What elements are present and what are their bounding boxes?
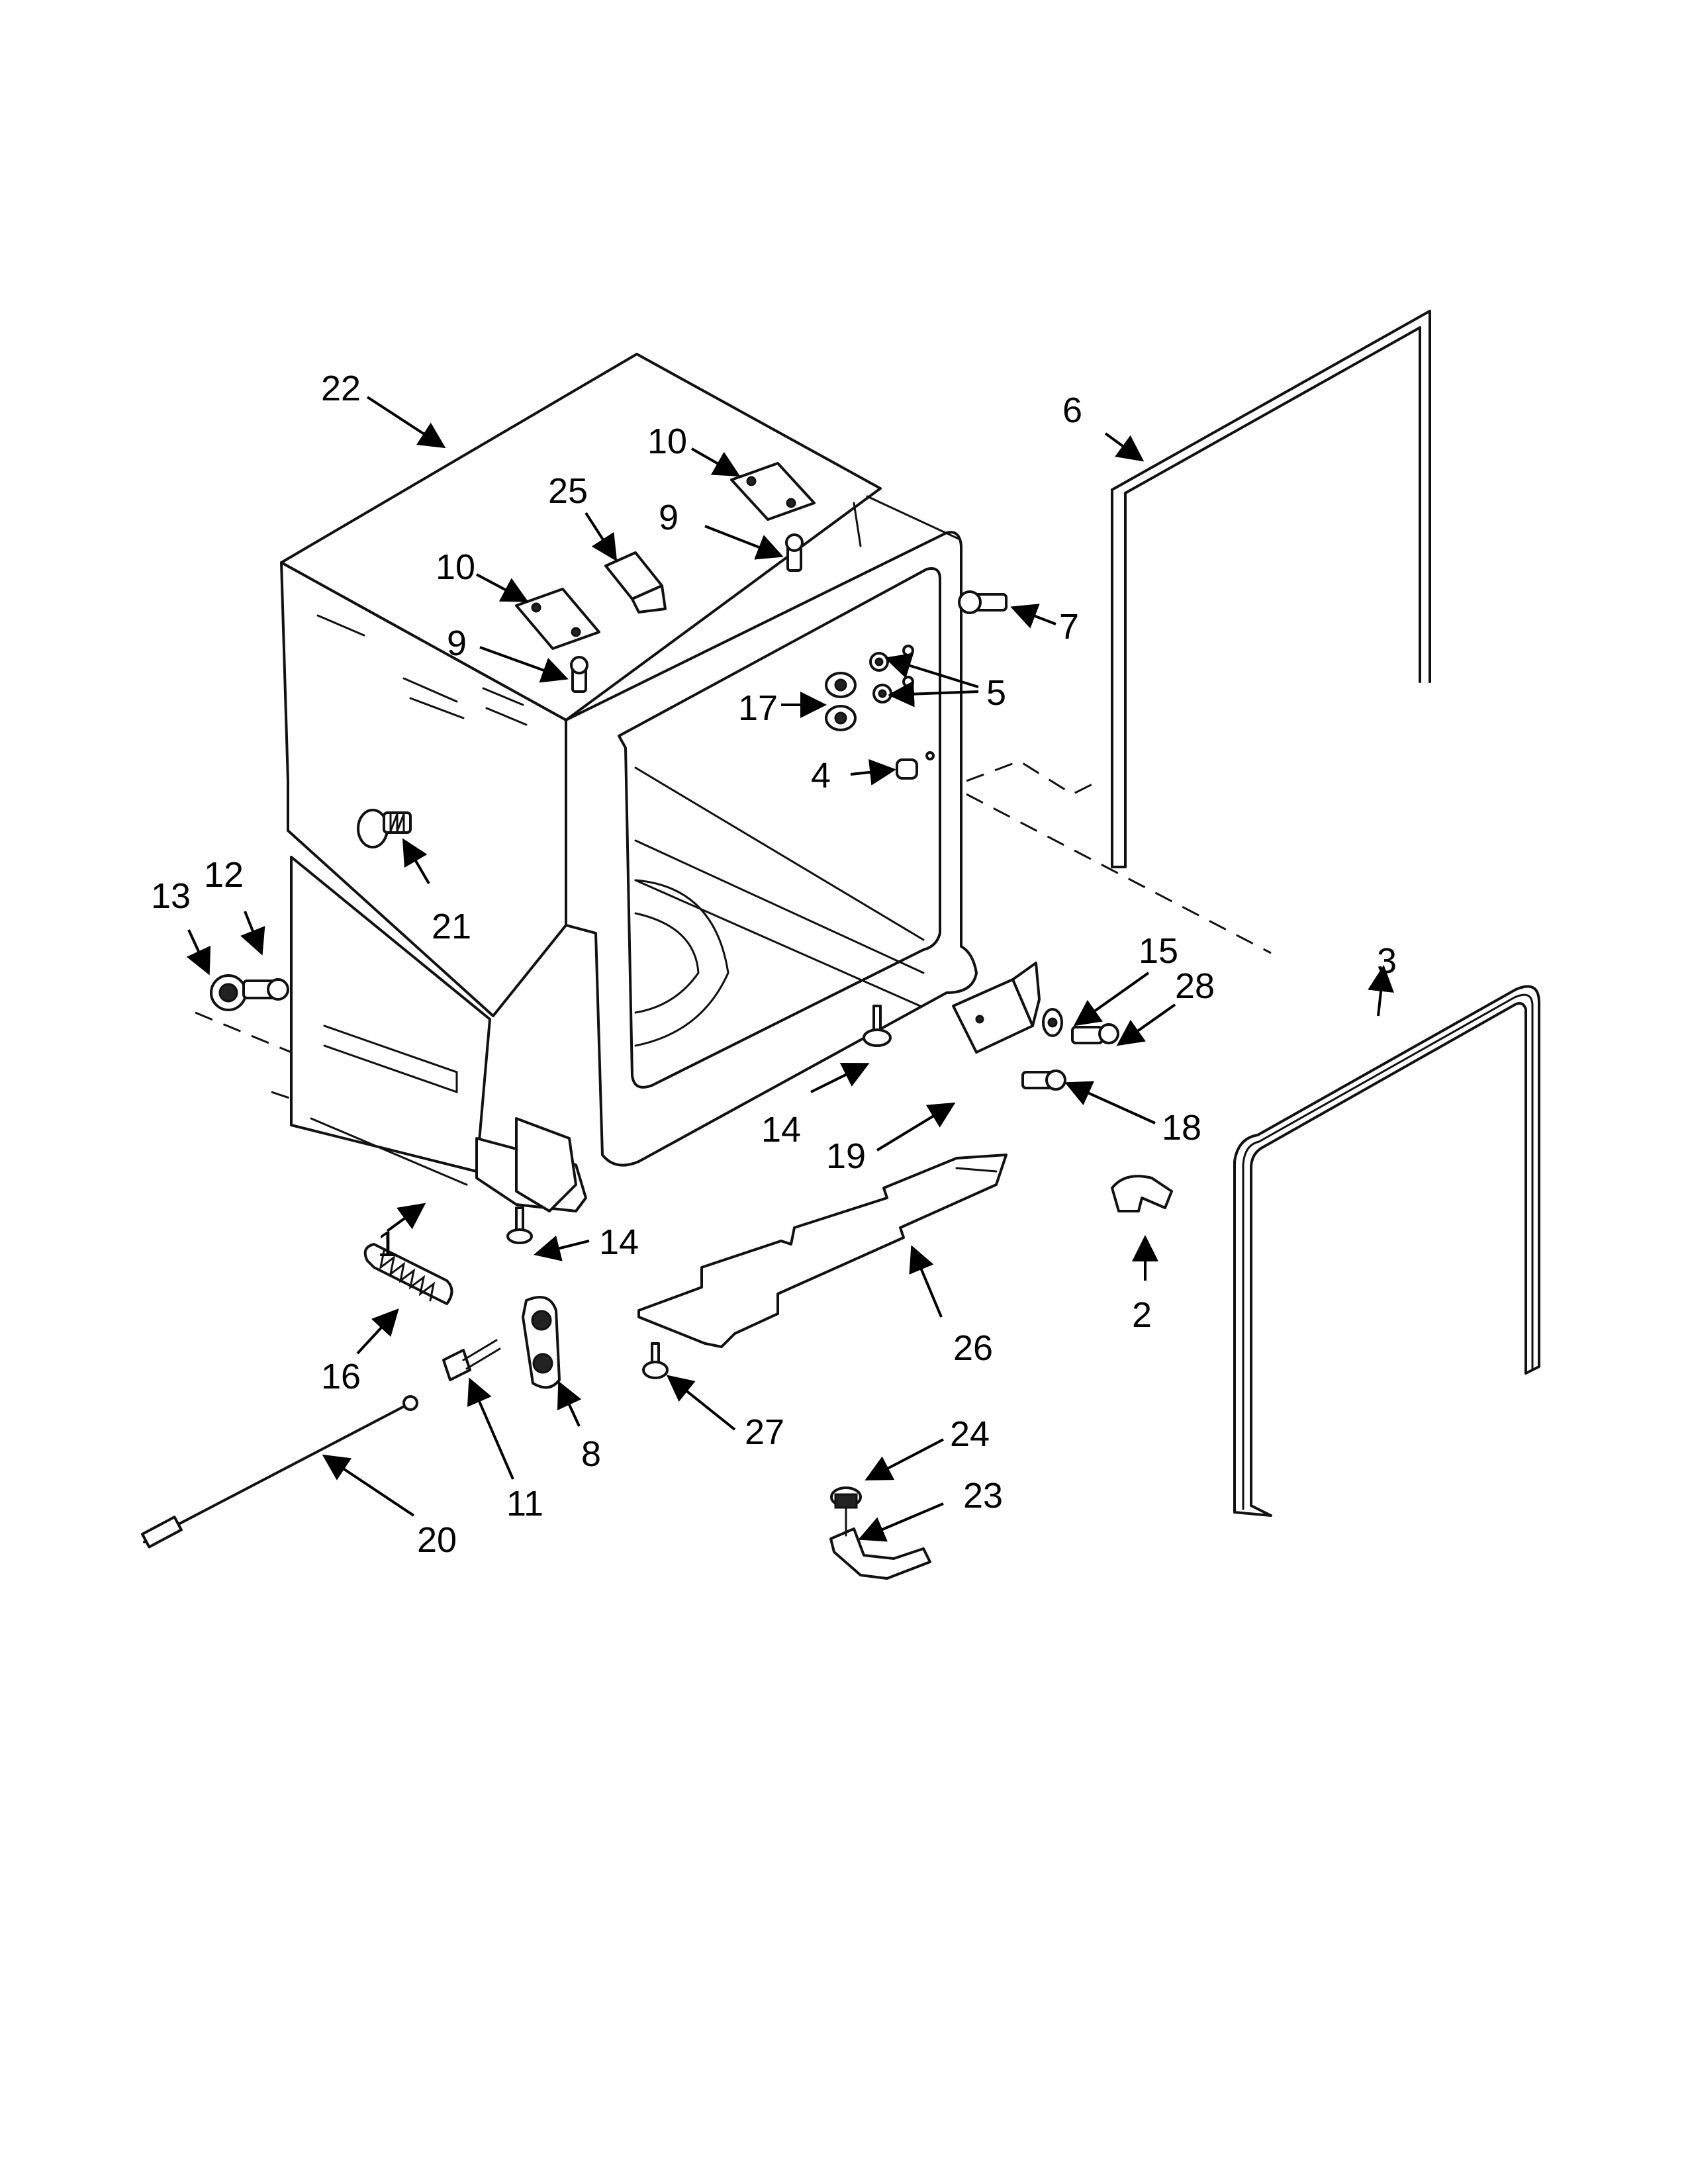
callout-8: 8 — [581, 1434, 601, 1474]
part-4-bumper — [896, 751, 935, 780]
part-11-screw — [442, 1339, 501, 1381]
callout-4: 4 — [811, 756, 831, 796]
callout-26: 26 — [953, 1328, 993, 1368]
part-20-cable — [141, 1395, 418, 1549]
part-18-screw — [1021, 1069, 1066, 1091]
part-8-bracket — [522, 1296, 561, 1389]
callout-2: 2 — [1132, 1295, 1152, 1335]
part-3-seal — [1233, 985, 1540, 1517]
part-10-bracket-b — [515, 588, 600, 650]
callout-11: 11 — [506, 1484, 543, 1524]
callout-21: 21 — [432, 907, 471, 946]
part-16-spring — [363, 1243, 453, 1305]
callout-25: 25 — [548, 471, 588, 511]
callout-6: 6 — [1062, 390, 1082, 430]
part-26-plate — [637, 1154, 1008, 1348]
callout-16: 16 — [321, 1357, 361, 1396]
hidden-line-left — [195, 1011, 292, 1054]
callout-18: 18 — [1162, 1108, 1201, 1148]
callout-24: 24 — [950, 1414, 990, 1454]
part-2-latch — [1111, 1175, 1173, 1212]
part-10-bracket-a — [730, 462, 816, 521]
part-25-clip — [604, 551, 667, 614]
part-17-rollers — [825, 672, 857, 731]
part-19-bracket — [952, 962, 1041, 1054]
callout-5: 5 — [986, 673, 1006, 713]
part-6-seal — [1111, 310, 1431, 868]
callout-22: 22 — [321, 369, 361, 408]
callout-19: 19 — [826, 1136, 866, 1176]
callout-labels: 22 6 10 25 9 10 9 7 5 17 4 13 12 21 15 3… — [151, 369, 1397, 1560]
part-24-switch — [830, 1486, 862, 1509]
part-12-bolt — [242, 978, 289, 1001]
callout-14-left: 14 — [599, 1222, 639, 1262]
tub-assembly — [280, 353, 978, 1212]
part-28-screw — [1071, 1023, 1119, 1044]
part-14-foot-b — [506, 1206, 533, 1244]
callout-28: 28 — [1175, 966, 1215, 1006]
part-13-nut — [210, 974, 247, 1011]
callout-14-right: 14 — [761, 1110, 801, 1150]
part-7-screw — [958, 590, 1008, 614]
part-21-plug — [357, 809, 412, 848]
part-9-screw-b — [570, 656, 588, 693]
callout-10-top: 10 — [647, 422, 687, 461]
callout-13: 13 — [151, 876, 191, 916]
part-23-bracket — [829, 1508, 931, 1580]
callout-7: 7 — [1059, 607, 1079, 647]
hidden-line-back — [966, 793, 1272, 954]
part-15-clip — [1042, 1008, 1063, 1037]
callout-15: 15 — [1139, 931, 1178, 971]
callout-9-left: 9 — [447, 623, 467, 663]
leader-lines — [186, 396, 1394, 1542]
callout-12: 12 — [204, 855, 244, 895]
callout-3: 3 — [1377, 941, 1397, 981]
part-9-screw-a — [785, 533, 804, 572]
callout-1: 1 — [377, 1224, 397, 1264]
callout-9-top: 9 — [659, 498, 679, 537]
hidden-line-right — [966, 760, 1100, 796]
callout-23: 23 — [963, 1476, 1003, 1516]
part-27-foot — [642, 1342, 669, 1379]
callout-20: 20 — [417, 1520, 457, 1560]
callout-17: 17 — [738, 688, 778, 728]
part-14-foot-a — [863, 1005, 892, 1047]
callout-27: 27 — [745, 1412, 784, 1452]
callout-10-left: 10 — [436, 547, 475, 587]
hidden-line-left2 — [271, 1091, 292, 1100]
